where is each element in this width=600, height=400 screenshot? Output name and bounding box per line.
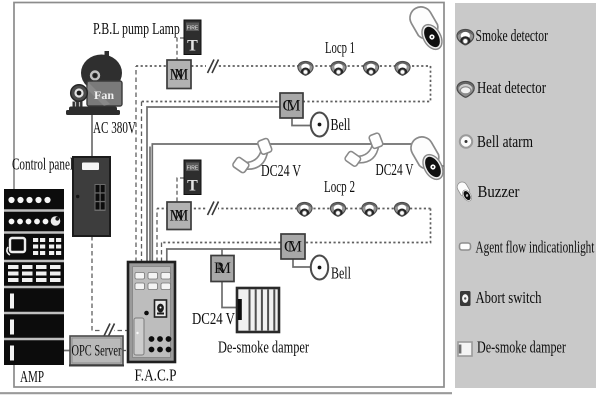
svg-text:CM: CM: [283, 98, 301, 115]
svg-text:Fan: Fan: [94, 88, 114, 102]
svg-text:Locp 1: Locp 1: [325, 40, 355, 58]
svg-text:Heat detector: Heat detector: [477, 80, 546, 98]
svg-text:DC24 V: DC24 V: [376, 161, 415, 180]
svg-text:DC24 V: DC24 V: [192, 311, 235, 329]
svg-text:De-smoke damper: De-smoke damper: [218, 339, 309, 357]
svg-text:Abort switch: Abort switch: [476, 290, 543, 308]
svg-text:F.A.C.P: F.A.C.P: [135, 367, 177, 385]
svg-text:MM: MM: [170, 208, 189, 225]
svg-text:Buzzer: Buzzer: [478, 183, 521, 201]
svg-text:AC 380V: AC 380V: [93, 119, 136, 138]
svg-text:FIRE: FIRE: [187, 26, 199, 32]
svg-text:T: T: [187, 178, 198, 195]
svg-text:DC24 V: DC24 V: [261, 162, 301, 180]
svg-text:RM: RM: [214, 260, 231, 277]
svg-text:CM: CM: [284, 239, 302, 256]
svg-text:FIRE: FIRE: [187, 166, 199, 172]
svg-text:MM: MM: [170, 67, 189, 84]
svg-text:De-smoke damper: De-smoke damper: [477, 339, 566, 357]
svg-text:Bell: Bell: [331, 116, 351, 134]
svg-text:Smoke detector: Smoke detector: [476, 27, 549, 46]
svg-text:T: T: [187, 38, 198, 55]
svg-text:Locp 2: Locp 2: [324, 178, 355, 197]
svg-text:OPC Server: OPC Server: [72, 341, 122, 359]
svg-text:Agent flow indicationlight: Agent flow indicationlight: [476, 238, 595, 257]
svg-text:Control panel: Control panel: [12, 155, 73, 174]
svg-text:Bell atarm: Bell atarm: [477, 134, 533, 152]
svg-text:P.B.L pump Lamp: P.B.L pump Lamp: [93, 20, 180, 38]
svg-text:Bell: Bell: [331, 265, 351, 283]
svg-text:AMP: AMP: [20, 368, 44, 387]
